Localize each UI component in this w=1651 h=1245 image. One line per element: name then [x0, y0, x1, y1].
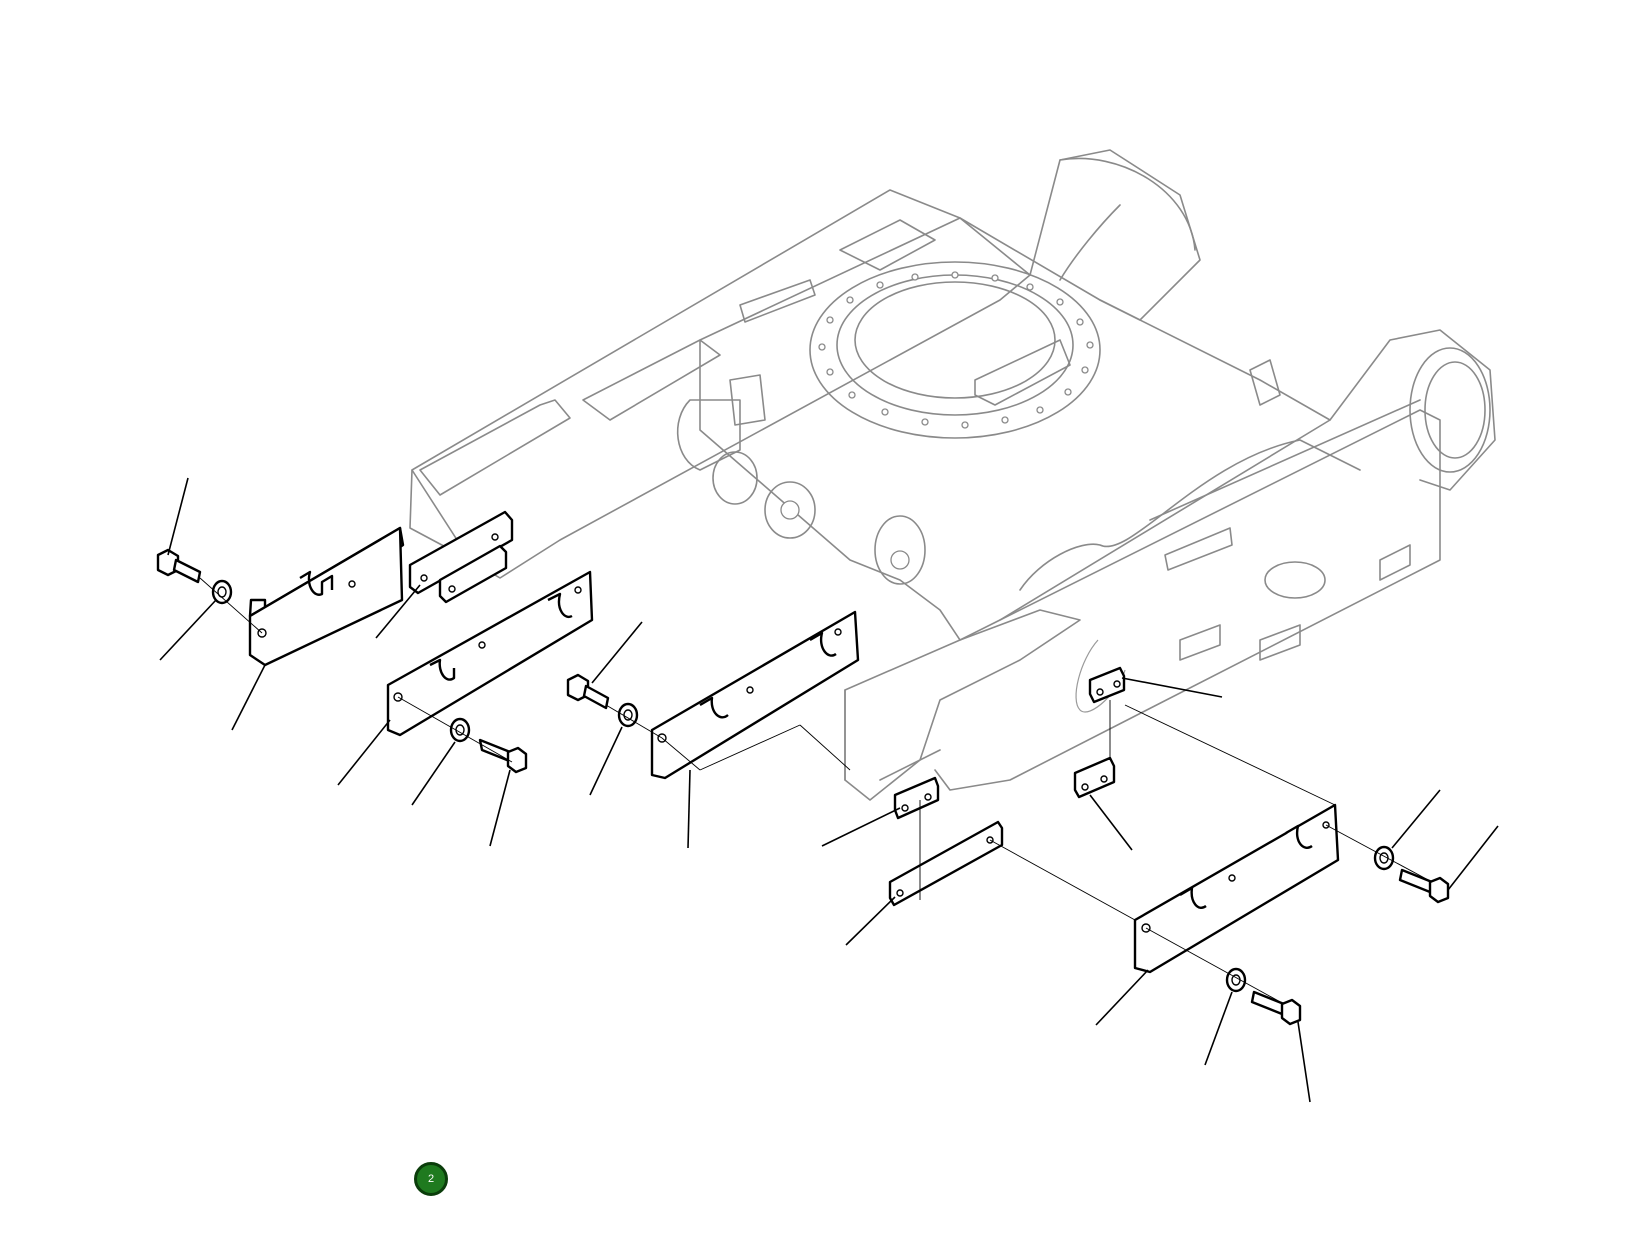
- assembly-axis-lines: [199, 577, 1433, 1005]
- spacer-block-right-middle: [1073, 756, 1116, 799]
- bolt-left-front: [478, 738, 528, 774]
- callout-badge[interactable]: 2: [414, 1162, 448, 1196]
- cover-plate-left-front: [386, 570, 594, 737]
- spacer-block-left-lower: [438, 544, 508, 604]
- washer-right-front: [1225, 967, 1247, 993]
- leader-lines: [159, 477, 1499, 1103]
- cover-plate-left-rear: [248, 526, 405, 667]
- bolt-center: [566, 673, 610, 710]
- washer-left-upper: [211, 579, 233, 605]
- washer-right-rear: [1373, 845, 1395, 871]
- spacer-block-right-front: [893, 776, 940, 820]
- cover-plate-right: [1133, 803, 1340, 974]
- bolt-left-upper: [156, 548, 202, 584]
- slewing-ring-bolt-holes: [818, 271, 1094, 429]
- washer-left-front: [449, 717, 471, 743]
- track-frame: [409, 149, 1496, 801]
- shim-plate-right: [888, 820, 1004, 907]
- spacer-block-left-upper: [408, 510, 514, 595]
- spacer-block-right-upper: [1088, 666, 1126, 704]
- washer-center: [617, 702, 639, 728]
- bolt-right-rear: [1398, 868, 1450, 904]
- cover-plate-center: [650, 610, 860, 780]
- bolt-right-front: [1250, 990, 1302, 1026]
